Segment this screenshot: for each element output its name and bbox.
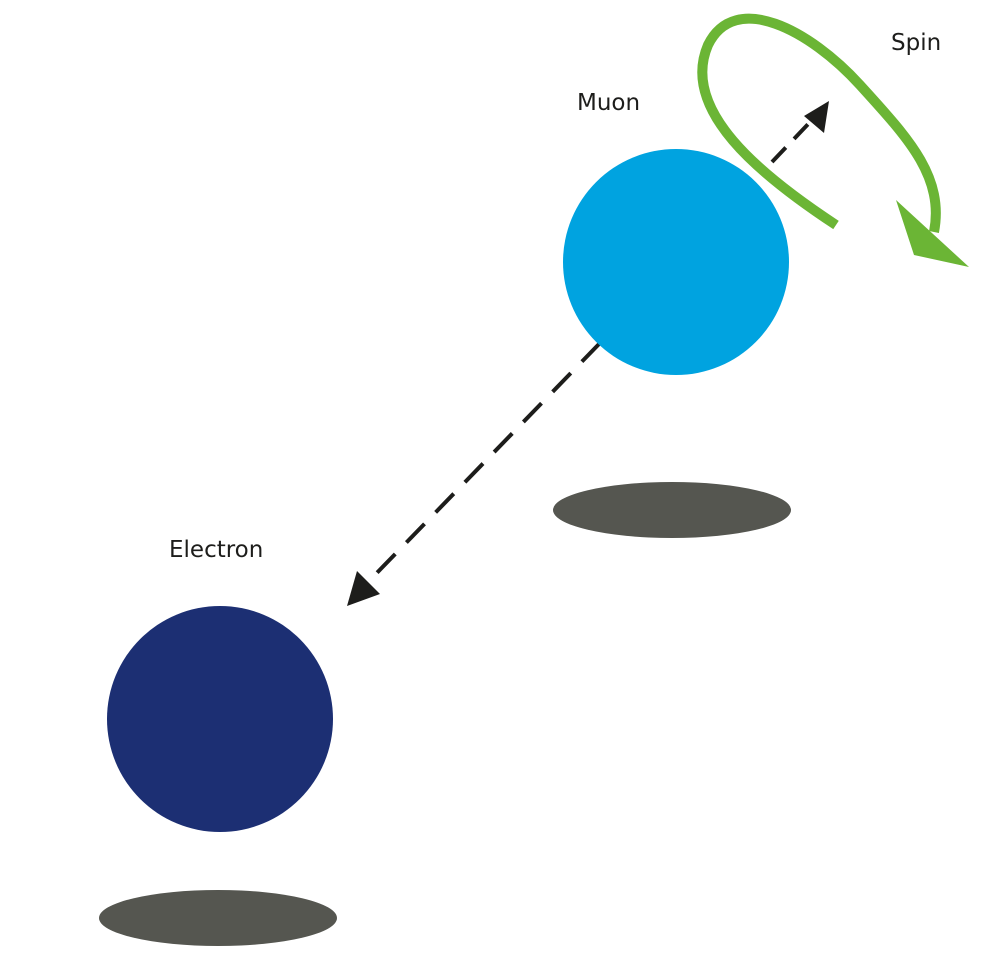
- electron-label: Electron: [169, 537, 264, 563]
- electron-emission-arrowhead: [347, 571, 380, 606]
- muon-label: Muon: [577, 90, 641, 116]
- electron-shadow: [99, 890, 337, 946]
- electron-particle: [107, 606, 333, 832]
- muon-spin-axis-arrowhead: [804, 101, 829, 133]
- spin-label: Spin: [891, 30, 942, 56]
- muon-spin-axis-dashed-line: [770, 118, 814, 164]
- electron-emission-dashed-line: [368, 341, 602, 582]
- spin-arrowhead: [896, 200, 969, 267]
- muon-shadow: [553, 482, 791, 538]
- spin-arrow: [697, 13, 941, 233]
- muon-particle: [563, 149, 789, 375]
